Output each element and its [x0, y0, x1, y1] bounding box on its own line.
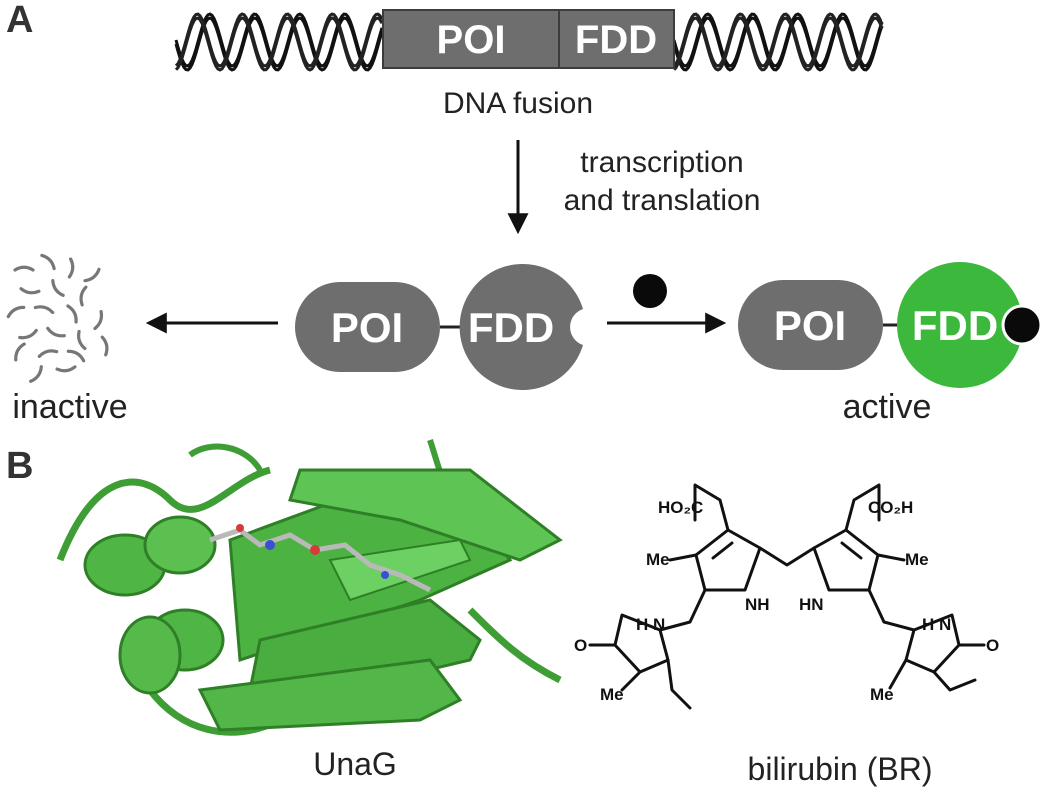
fragment — [79, 285, 88, 307]
chem-me-4: Me — [870, 685, 894, 704]
dna-helix-left — [174, 12, 384, 72]
process-label-line2: and translation — [564, 184, 761, 217]
fragment — [77, 329, 87, 351]
chem-o-right: O — [986, 636, 999, 655]
unag-protein-structure — [56, 439, 563, 736]
dna-helix-right — [672, 12, 884, 72]
dna-fdd-segment — [558, 9, 675, 69]
dna-strand — [672, 16, 884, 72]
panel-label-b: B — [6, 445, 33, 487]
fragment — [67, 257, 75, 279]
fragment — [51, 279, 65, 297]
chem-me-1: Me — [646, 550, 670, 569]
dna-strand — [174, 16, 384, 72]
degraded-fragments — [6, 253, 109, 383]
poi-domain-bound — [738, 280, 883, 370]
fragment — [40, 253, 56, 271]
fragment — [14, 342, 26, 362]
chem-ho2c: HO₂C — [658, 498, 703, 517]
unag-caption: UnaG — [313, 746, 397, 782]
fragment — [66, 349, 86, 363]
fdd-domain-unbound — [459, 264, 583, 391]
bilirubin-caption: bilirubin (BR) — [748, 751, 933, 787]
process-label-line1: transcription — [580, 146, 743, 179]
fragment — [13, 265, 35, 272]
chem-nh-right: HN — [799, 595, 824, 614]
panel-label-a: A — [6, 0, 33, 41]
dna-strand — [174, 16, 384, 72]
poi-domain-unbound — [295, 282, 440, 372]
fragment — [18, 328, 38, 340]
poi-label-bound: POI — [774, 302, 846, 349]
chem-nh-left: NH — [745, 595, 770, 614]
fdd-label-bound: FDD — [912, 302, 998, 349]
fragment — [46, 326, 66, 338]
inactive-label: inactive — [12, 388, 127, 426]
dna-poi-label: POI — [437, 18, 506, 62]
chem-co2h: CO₂H — [868, 498, 913, 517]
fragment — [55, 365, 77, 373]
bilirubin-structure — [588, 483, 986, 710]
chem-nh-outer-right: H N — [922, 615, 951, 634]
dna-fdd-label: FDD — [575, 18, 657, 62]
fragment — [83, 267, 101, 283]
dna-strand — [672, 12, 884, 68]
chem-me-3: Me — [600, 685, 624, 704]
fragment — [37, 349, 59, 358]
fragment — [100, 335, 109, 357]
chem-nh-outer-left: H N — [636, 615, 665, 634]
fdd-domain-bound — [897, 262, 1023, 388]
ligand-dot — [633, 274, 667, 308]
chem-me-2: Me — [905, 550, 929, 569]
bound-ligand-dot — [1001, 304, 1043, 346]
active-label: active — [843, 388, 932, 426]
fragment — [33, 305, 55, 315]
dna-fusion-caption: DNA fusion — [443, 87, 593, 120]
poi-label-unbound: POI — [331, 304, 403, 351]
dna-strand — [174, 12, 384, 68]
fragment — [6, 305, 26, 319]
fragment — [29, 365, 43, 383]
fragment — [93, 309, 104, 331]
fdd-label-unbound: FDD — [468, 304, 554, 351]
fragment — [19, 287, 41, 295]
dna-poi-segment — [382, 9, 560, 69]
dna-strand — [672, 16, 884, 72]
fragment — [66, 304, 78, 324]
chem-o-left: O — [574, 636, 587, 655]
